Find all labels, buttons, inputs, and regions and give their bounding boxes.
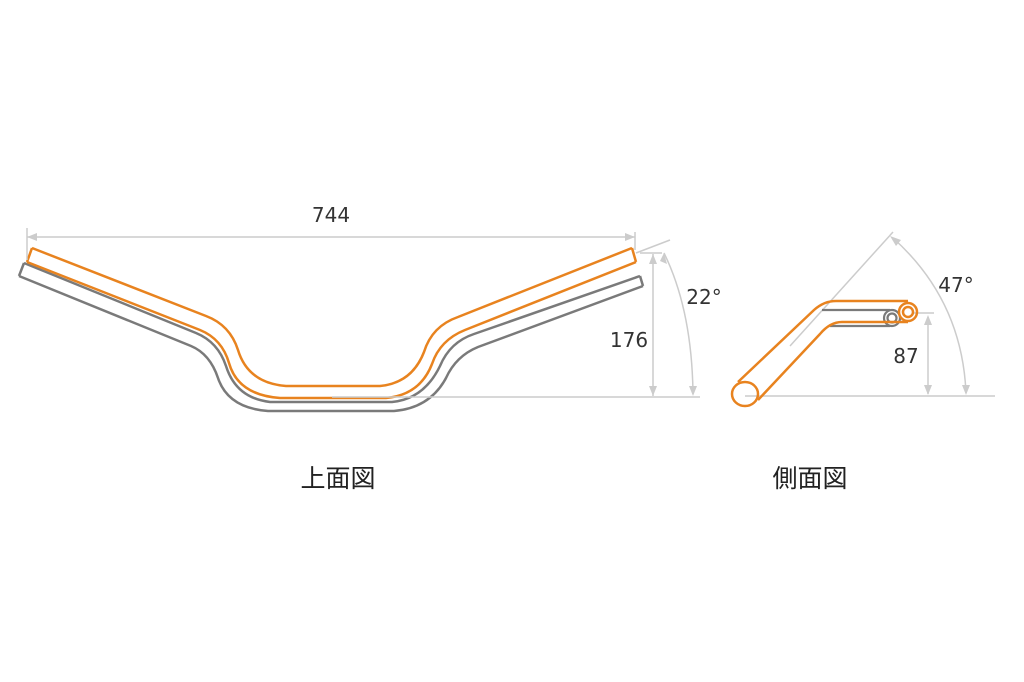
angle-dimension xyxy=(635,239,697,396)
top-view-caption: 上面図 xyxy=(300,464,375,493)
bar-outline-grey xyxy=(17,261,645,413)
side-angle-label: 47° xyxy=(938,273,973,297)
side-view: 87 47° 側面図 xyxy=(730,231,995,493)
side-bar-grey xyxy=(822,308,902,328)
bar-outline-orange xyxy=(25,246,638,400)
top-view: 744 176 22° 上面図 xyxy=(17,203,722,493)
height-dimension xyxy=(332,252,700,398)
angle-label: 22° xyxy=(686,285,721,309)
side-height-label: 87 xyxy=(893,344,918,368)
width-label: 744 xyxy=(312,203,350,227)
side-view-caption: 側面図 xyxy=(772,464,847,493)
width-dimension xyxy=(26,228,636,260)
side-bar-orange xyxy=(730,299,919,408)
side-construction-lines xyxy=(745,231,995,397)
height-label: 176 xyxy=(610,328,648,352)
